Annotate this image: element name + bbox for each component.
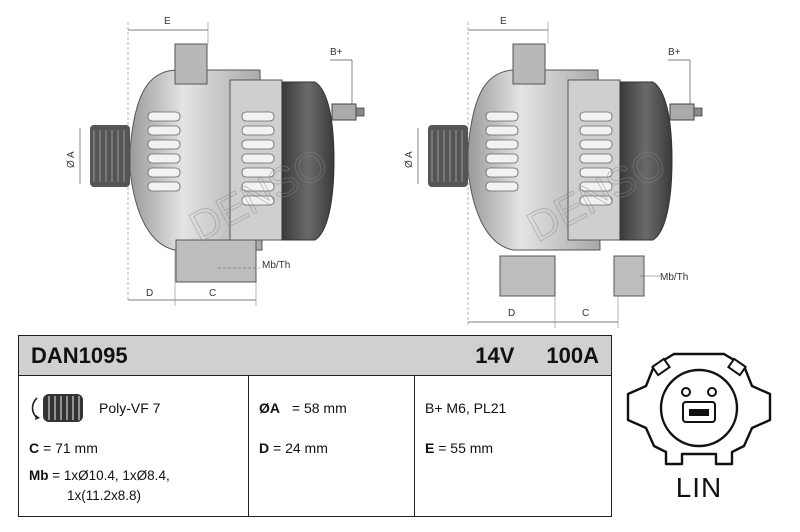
e-key: E xyxy=(425,440,435,456)
current: 100A xyxy=(546,342,599,368)
spec-col-dimensions: ØA = 58 mm D = 24 mm xyxy=(249,376,415,516)
dim-d-label-right: D xyxy=(508,308,515,319)
spec-body: Poly-VF 7 C = 71 mm Mb = 1xØ10.4, 1xØ8.4… xyxy=(19,376,611,516)
dim-e-label: E xyxy=(164,16,171,27)
mb-value-2: 1x(11.2x8.8) xyxy=(67,488,142,503)
e-row: E = 55 mm xyxy=(425,430,601,466)
d-key: D xyxy=(259,440,270,456)
dim-e-label-right: E xyxy=(500,16,507,27)
pulley-type: Poly-VF 7 xyxy=(99,400,161,416)
spec-header: DAN1095 14V 100A xyxy=(19,336,611,376)
voltage: 14V xyxy=(475,342,515,368)
a-key: ØA xyxy=(259,400,280,416)
mb-value: = 1xØ10.4, 1xØ8.4, xyxy=(48,468,170,483)
c-key: C xyxy=(29,440,40,456)
c-row: C = 71 mm xyxy=(29,430,238,466)
lin-connector-icon xyxy=(626,352,772,466)
alternator-drawing: E B+ Ø A xyxy=(66,16,703,328)
e-value: = 55 mm xyxy=(434,440,494,456)
pulley-icon xyxy=(31,394,83,422)
front-view-right: E B+ Ø A DENSO xyxy=(404,16,703,328)
dim-c-label-left: C xyxy=(209,288,216,299)
dim-a-label-right: Ø A xyxy=(404,151,415,168)
bplus-value: B+ M6, PL21 xyxy=(425,400,507,416)
dim-a-label: Ø A xyxy=(66,151,77,168)
dim-bplus-label-right: B+ xyxy=(668,47,681,58)
a-row: ØA = 58 mm xyxy=(259,386,404,430)
c-value: = 71 mm xyxy=(39,440,98,456)
bplus-row: B+ M6, PL21 xyxy=(425,386,601,430)
d-value: = 24 mm xyxy=(269,440,328,456)
dim-c-label-right: C xyxy=(582,308,589,319)
d-row: D = 24 mm xyxy=(259,430,404,466)
dim-bplus-label: B+ xyxy=(330,47,343,58)
dim-mb-label-left: Mb/Th xyxy=(262,260,290,271)
mb-row-2: 1x(11.2x8.8) xyxy=(29,486,238,506)
dim-d-label-left: D xyxy=(146,288,153,299)
connector-label: LIN xyxy=(675,472,723,503)
mb-key: Mb xyxy=(29,468,49,483)
spec-col-terminal: B+ M6, PL21 E = 55 mm xyxy=(415,376,611,516)
front-view-left: E B+ Ø A xyxy=(66,16,365,306)
spec-col-pulley: Poly-VF 7 C = 71 mm Mb = 1xØ10.4, 1xØ8.4… xyxy=(19,376,249,516)
spec-table: DAN1095 14V 100A Poly-VF 7 C = 7 xyxy=(18,335,612,517)
dim-mb-label-right: Mb/Th xyxy=(660,272,688,283)
mb-row: Mb = 1xØ10.4, 1xØ8.4, xyxy=(29,466,238,486)
part-number: DAN1095 xyxy=(31,342,128,368)
a-value: = 58 mm xyxy=(288,400,347,416)
connector-diagram: LIN xyxy=(624,346,774,516)
pulley-row: Poly-VF 7 xyxy=(29,386,238,430)
